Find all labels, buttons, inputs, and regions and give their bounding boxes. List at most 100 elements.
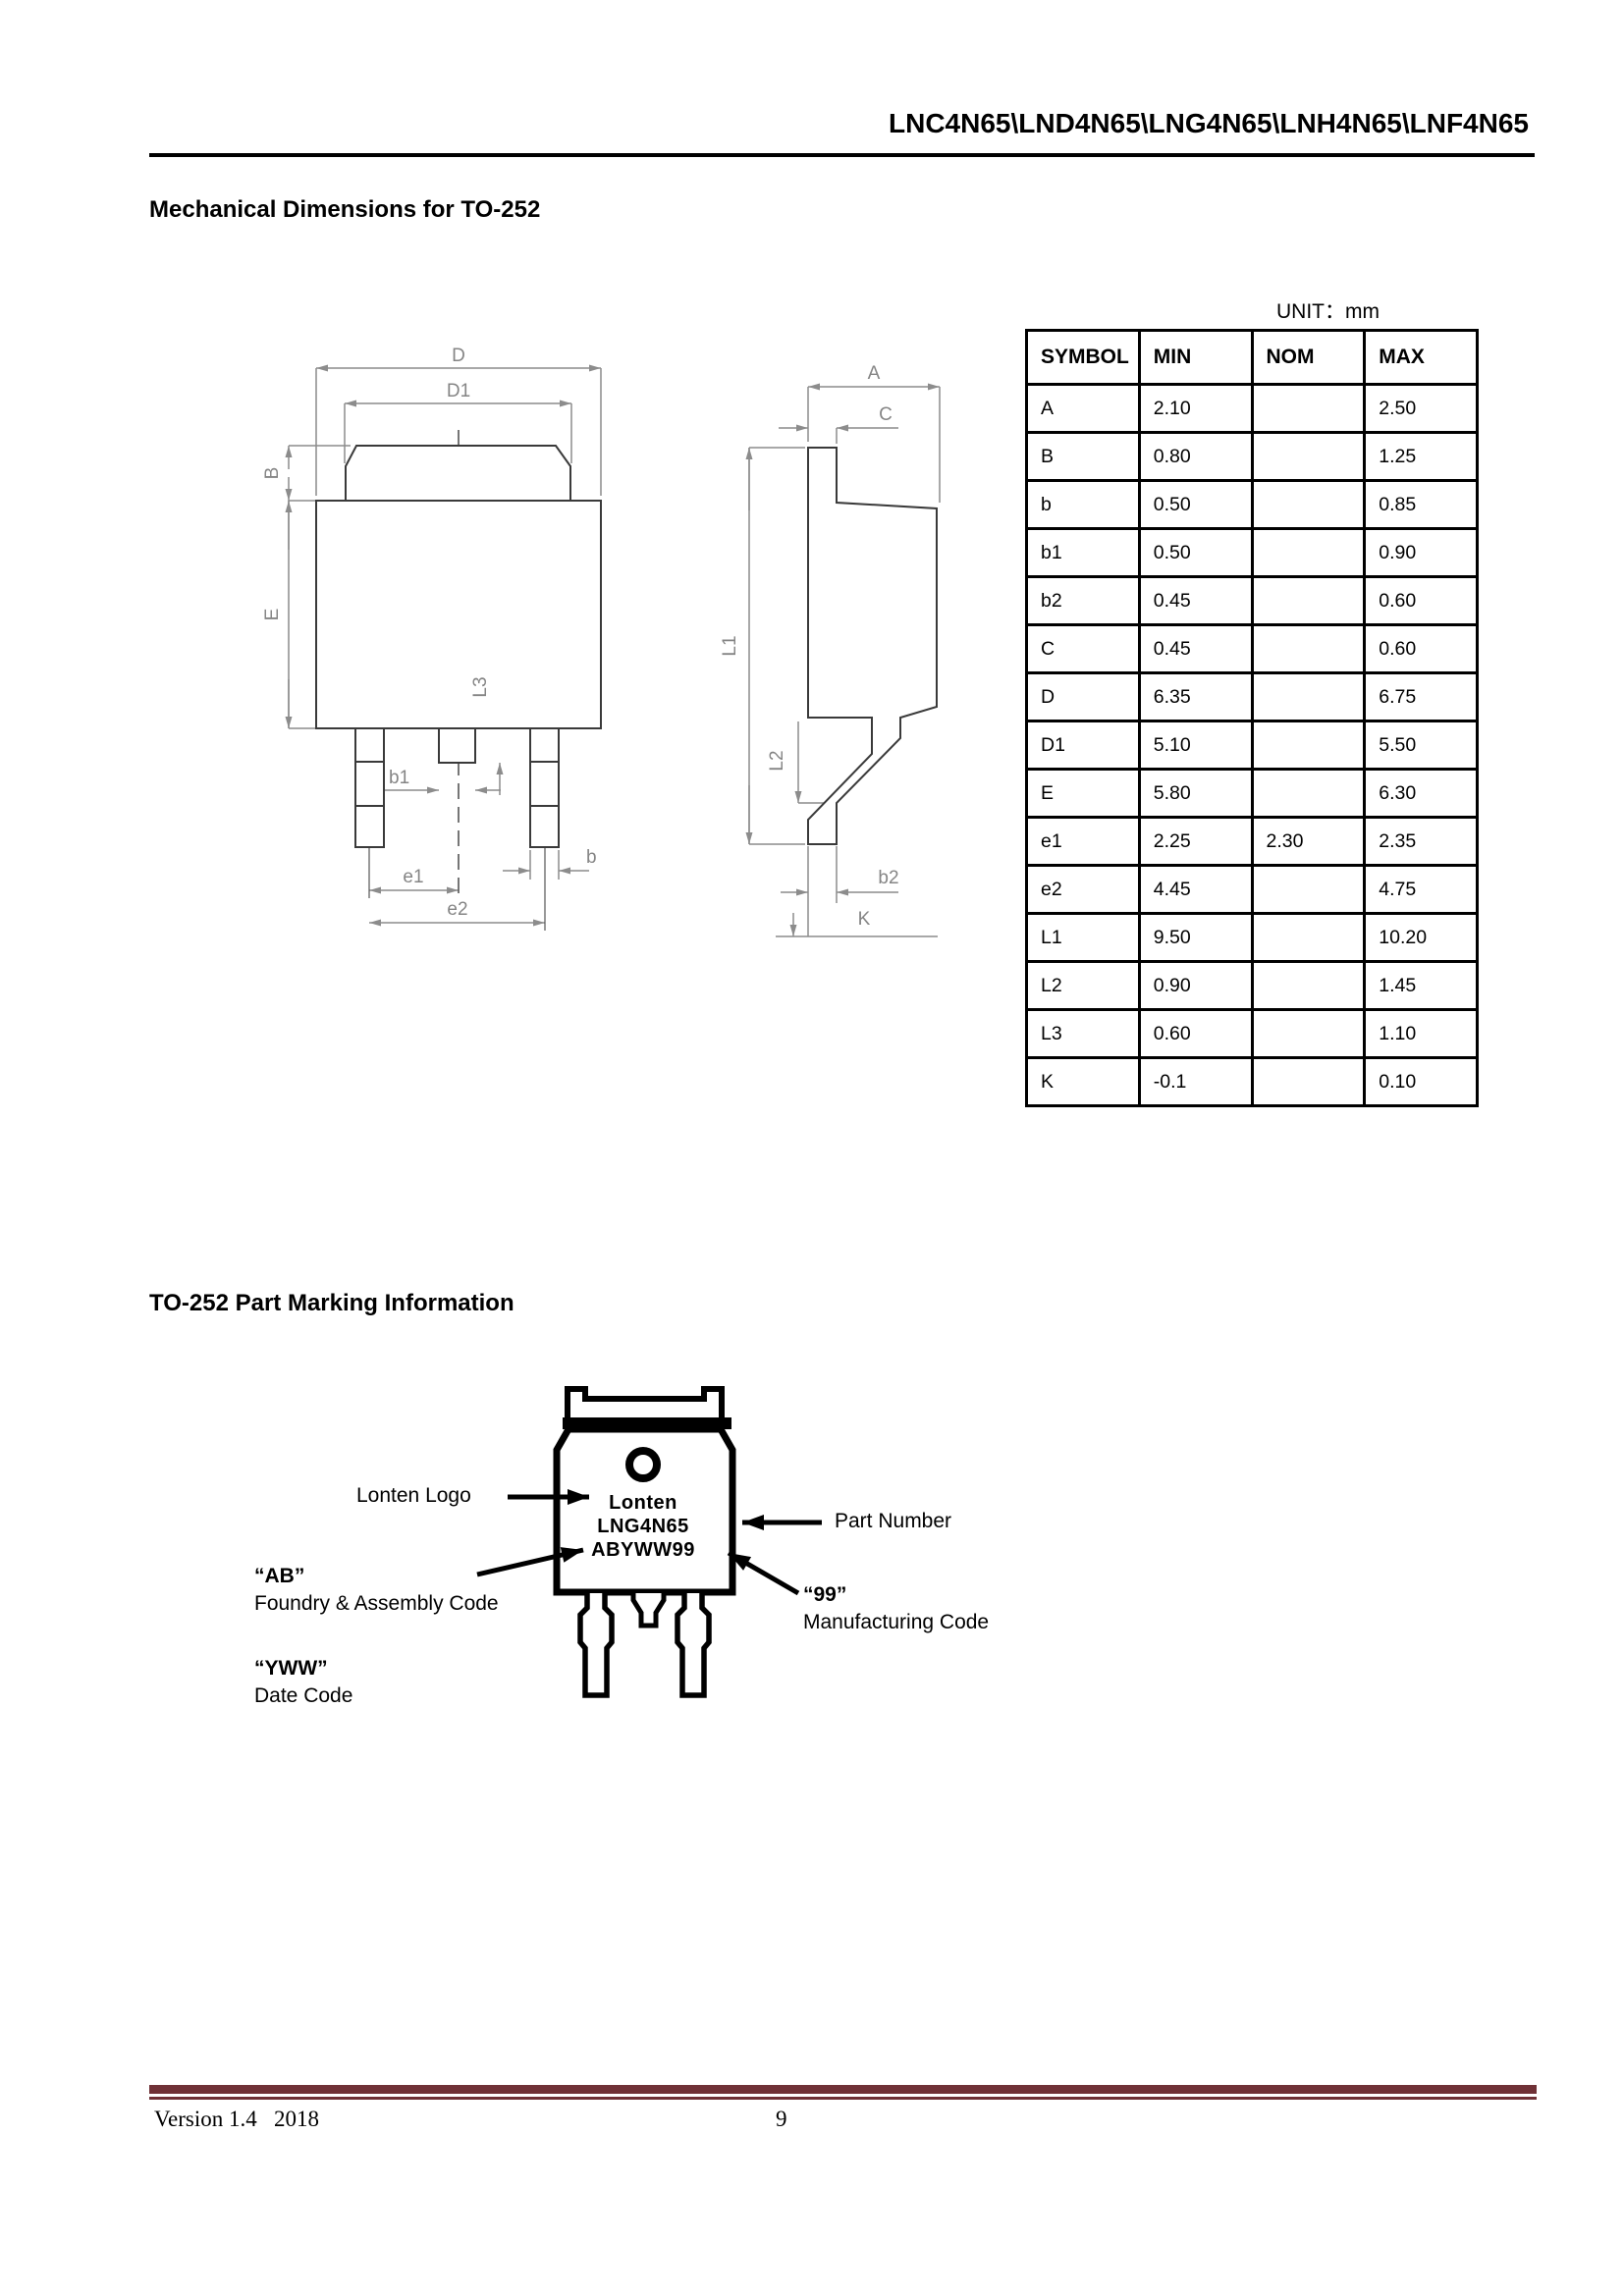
header-part-numbers: LNC4N65\LND4N65\LNG4N65\LNH4N65\LNF4N65: [889, 108, 1529, 138]
dim-label-L1: L1: [720, 635, 740, 656]
dim-label-e2: e2: [447, 899, 467, 920]
table-cell: D: [1025, 671, 1141, 722]
front-view-left-lead: [354, 727, 385, 848]
table-cell: A: [1025, 383, 1141, 434]
table-cell: e2: [1025, 864, 1141, 915]
mechanical-drawing: D D1 B E L3 b1 b e1 e2: [262, 346, 941, 937]
table-cell: B: [1025, 431, 1141, 482]
table-cell: 0.50: [1137, 527, 1254, 578]
table-cell: D1: [1025, 720, 1141, 771]
table-cell: 2.30: [1250, 816, 1367, 867]
side-view-dimension-lines: [745, 383, 941, 937]
table-cell: [1250, 671, 1367, 722]
callout-lonten-logo: Lonten Logo: [356, 1484, 471, 1507]
side-view-labels: A C L1 L2 b2 K: [720, 363, 899, 930]
table-cell: 2.10: [1137, 383, 1254, 434]
table-header-cell: SYMBOL: [1025, 329, 1141, 386]
dim-label-D1: D1: [447, 381, 470, 401]
table-cell: 0.45: [1137, 623, 1254, 674]
table-cell: -0.1: [1137, 1056, 1254, 1107]
dim-label-b2: b2: [878, 868, 898, 888]
table-cell: 2.25: [1137, 816, 1254, 867]
dim-label-L2: L2: [767, 750, 787, 771]
table-cell: 6.35: [1137, 671, 1254, 722]
table-cell: [1250, 623, 1367, 674]
dim-label-b: b: [586, 847, 597, 868]
unit-label: UNIT：mm: [1276, 300, 1380, 323]
table-cell: 1.25: [1363, 431, 1479, 482]
dim-label-b1: b1: [389, 768, 409, 788]
table-cell: 0.60: [1137, 1008, 1254, 1059]
marking-line-logo: Lonten: [609, 1492, 677, 1514]
table-cell: [1250, 1008, 1367, 1059]
table-header-cell: NOM: [1250, 329, 1367, 386]
callout-date-code: “YWW”: [254, 1657, 328, 1680]
table-cell: b1: [1025, 527, 1141, 578]
table-cell: [1250, 431, 1367, 482]
front-view-body: [315, 500, 602, 729]
front-view-dimension-lines: [285, 364, 602, 927]
marking-callout-arrows: [476, 1489, 822, 1596]
callout-date-desc: Date Code: [254, 1684, 353, 1707]
table-cell: [1250, 960, 1367, 1011]
front-view-outline: [315, 445, 602, 848]
callout-part-number: Part Number: [835, 1510, 952, 1532]
footer-rule-thin: [149, 2097, 1537, 2100]
marking-center-lead: [630, 1593, 667, 1629]
table-cell: 0.60: [1363, 575, 1479, 626]
callout-mfg-desc: Manufacturing Code: [803, 1611, 990, 1633]
table-cell: K: [1025, 1056, 1141, 1107]
table-cell: 0.50: [1137, 479, 1254, 530]
table-header-cell: MIN: [1137, 329, 1254, 386]
dim-label-L3: L3: [470, 676, 491, 697]
table-cell: 0.10: [1363, 1056, 1479, 1107]
dim-label-e1: e1: [403, 867, 423, 887]
table-cell: 1.10: [1363, 1008, 1479, 1059]
footer-rule-thick: [149, 2085, 1537, 2094]
part-marking-title: TO-252 Part Marking Information: [149, 1290, 514, 1316]
dim-label-B: B: [262, 467, 283, 480]
table-cell: 6.75: [1363, 671, 1479, 722]
callout-mfg-code: “99”: [803, 1583, 847, 1606]
marking-right-lead: [677, 1593, 709, 1695]
table-cell: 1.45: [1363, 960, 1479, 1011]
table-cell: [1250, 527, 1367, 578]
marking-package: Lonten LNG4N65 ABYWW99: [553, 1386, 736, 1698]
dim-label-A: A: [868, 363, 881, 384]
marking-left-lead: [577, 1593, 615, 1698]
table-cell: [1250, 864, 1367, 915]
table-row: K-0.1 0.10: [1025, 1056, 1479, 1107]
table-cell: 0.85: [1363, 479, 1479, 530]
table-cell: [1250, 1056, 1367, 1107]
mechanical-dimensions-title: Mechanical Dimensions for TO-252: [149, 196, 541, 223]
table-cell: [1250, 479, 1367, 530]
table-cell: [1250, 720, 1367, 771]
table-cell: 2.50: [1363, 383, 1479, 434]
table-header-cell: MAX: [1363, 329, 1479, 386]
callout-ab-desc: Foundry & Assembly Code: [254, 1592, 499, 1615]
table-cell: L3: [1025, 1008, 1141, 1059]
table-cell: 0.90: [1137, 960, 1254, 1011]
manufacturing-code-arrow: [727, 1550, 800, 1596]
front-view-tab: [345, 445, 571, 502]
table-cell: 9.50: [1137, 912, 1254, 963]
table-cell: 5.80: [1137, 768, 1254, 819]
table-cell: 5.10: [1137, 720, 1254, 771]
table-cell: 0.60: [1363, 623, 1479, 674]
table-cell: b2: [1025, 575, 1141, 626]
part-marking-drawing: Lonten LNG4N65 ABYWW99: [476, 1386, 822, 1698]
side-view-body: [807, 447, 938, 845]
dim-label-K: K: [858, 909, 871, 930]
front-view-center-lead: [438, 727, 476, 764]
